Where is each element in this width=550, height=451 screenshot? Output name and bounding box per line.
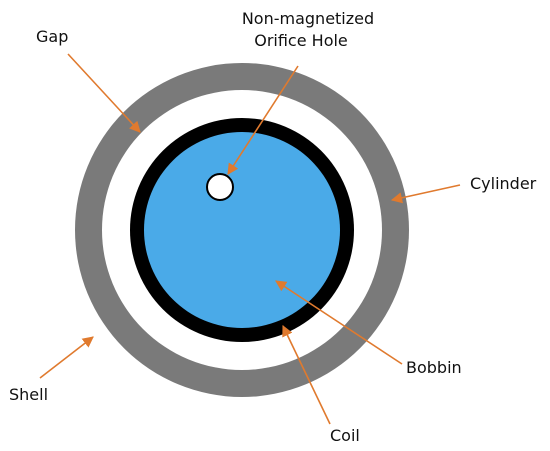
label-cylinder: Cylinder [470, 174, 537, 193]
bobbin-disk [144, 132, 340, 328]
leader-gap [67, 53, 141, 133]
leader-coil [282, 324, 331, 425]
label-shell: Shell [9, 385, 48, 404]
leader-cylinder [390, 184, 461, 204]
label-orifice-line2: Orifice Hole [254, 31, 348, 50]
leader-orifice [227, 65, 299, 175]
label-orifice-line1: Non-magnetized [242, 9, 374, 28]
label-bobbin: Bobbin [406, 358, 462, 377]
label-gap: Gap [36, 27, 68, 46]
leader-bobbin [275, 280, 403, 365]
orifice-hole [206, 173, 234, 201]
leader-shell [39, 336, 94, 379]
label-coil: Coil [330, 426, 360, 445]
